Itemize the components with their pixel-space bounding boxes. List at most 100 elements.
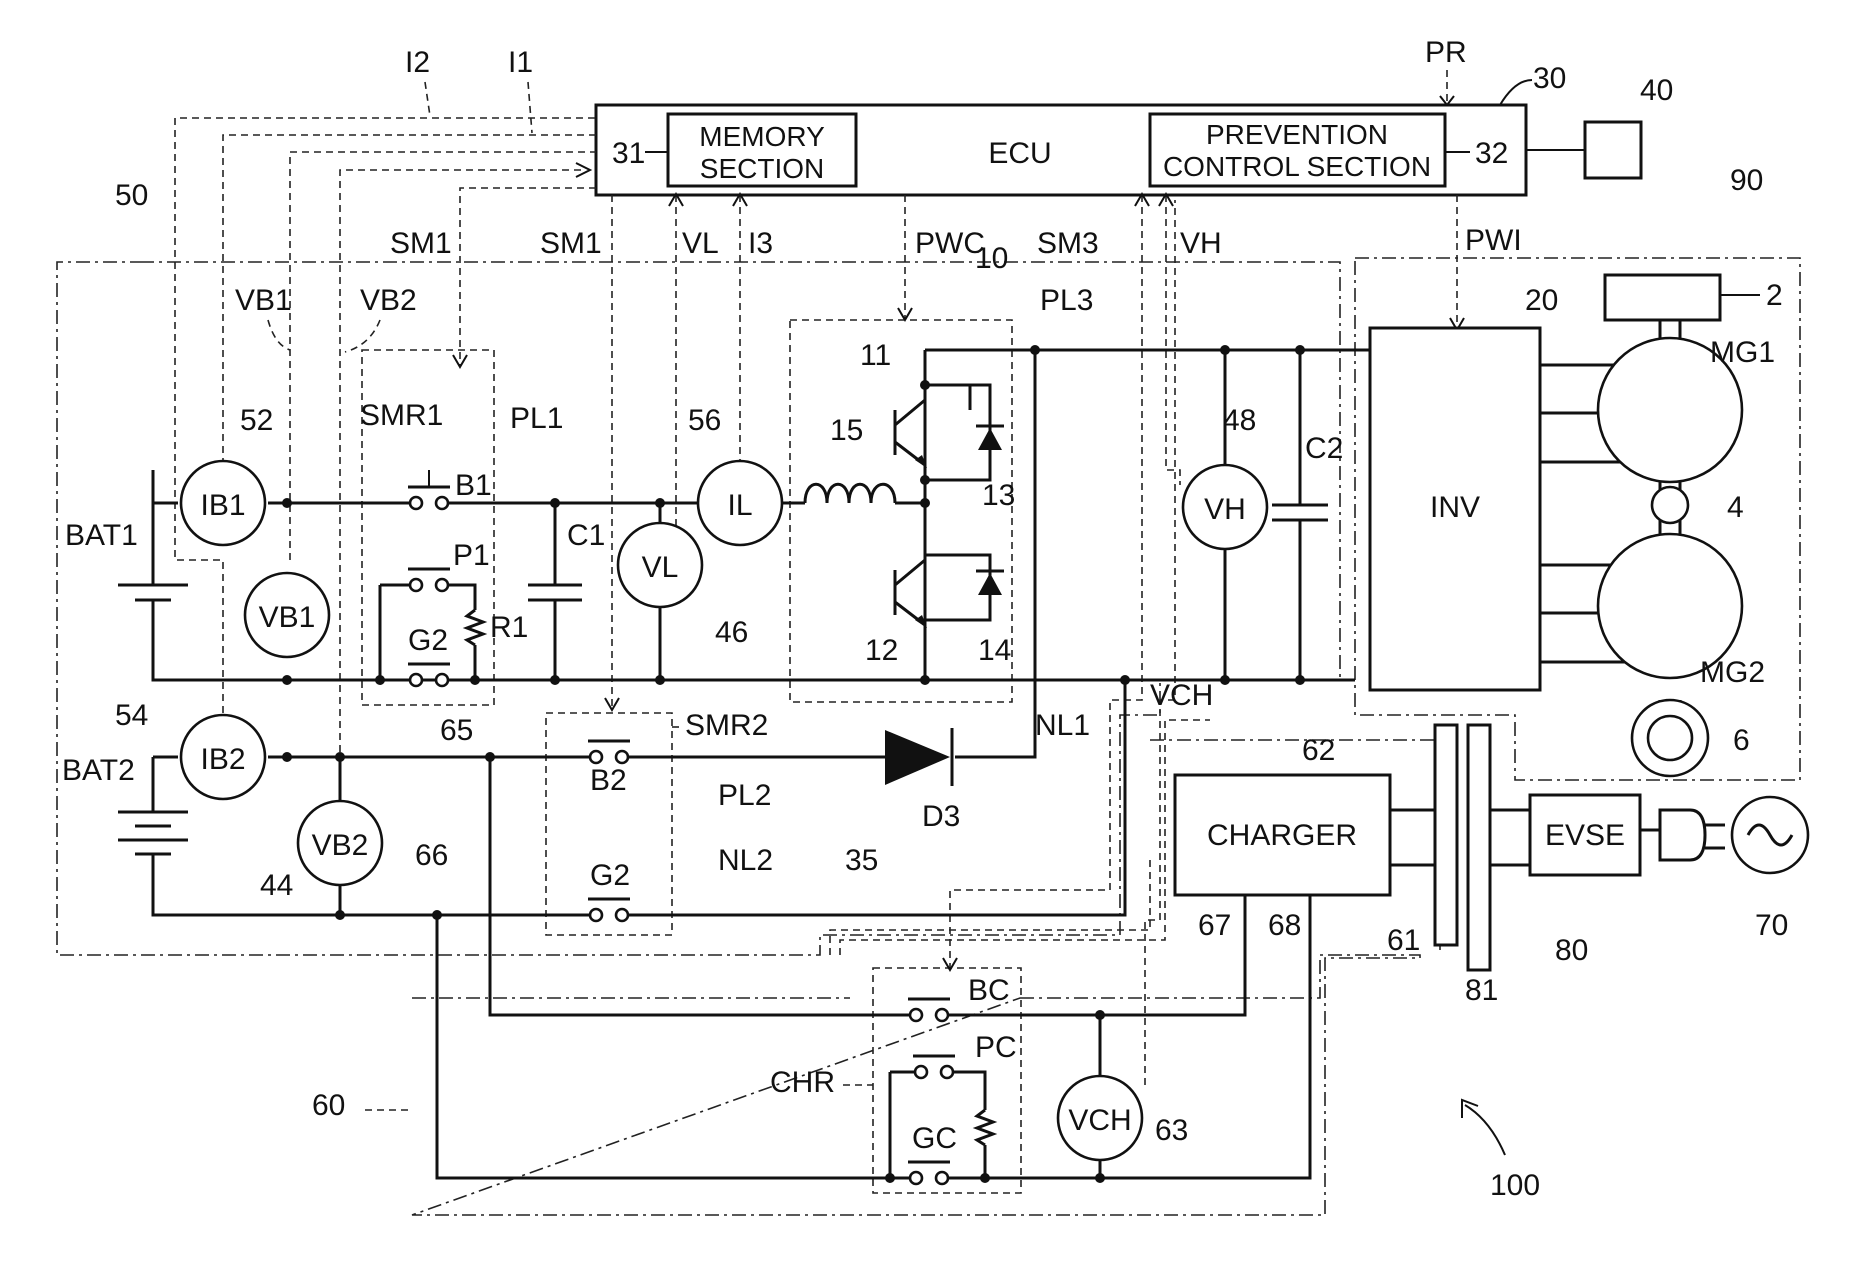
label-vl: VL [642, 551, 679, 584]
transistor-11 [895, 400, 927, 468]
signal-vh: VH [1180, 227, 1222, 260]
ref-61: 61 [1387, 924, 1420, 957]
label-c1: C1 [567, 519, 605, 552]
ref-4: 4 [1727, 491, 1744, 524]
ref-65: 65 [440, 714, 473, 747]
device-40 [1585, 122, 1641, 178]
label-ib2: IB2 [200, 743, 245, 776]
junctions [282, 345, 1305, 1183]
switch-p1 [408, 569, 450, 591]
label-ib1: IB1 [200, 489, 245, 522]
label-chr: CHR [770, 1066, 835, 1099]
ref-68: 68 [1268, 909, 1301, 942]
plug-icon [1660, 810, 1705, 860]
signal-pwi: PWI [1465, 224, 1522, 257]
ref-6: 6 [1733, 724, 1750, 757]
switch-gc [908, 1162, 950, 1184]
prevention-line1: PREVENTION [1206, 119, 1388, 150]
engine-2 [1605, 275, 1720, 320]
label-b2: B2 [590, 764, 627, 797]
inductor-15 [805, 484, 895, 503]
ecu-block: ECU MEMORY SECTION PREVENTION CONTROL SE… [596, 36, 1673, 195]
label-g2-smr1: G2 [408, 624, 448, 657]
label-c2: C2 [1305, 432, 1343, 465]
switch-pc [913, 1056, 955, 1078]
label-b1: B1 [455, 469, 492, 502]
label-pl1: PL1 [510, 402, 563, 435]
ref-2: 2 [1766, 279, 1783, 312]
label-mg2: MG2 [1700, 656, 1765, 689]
prevention-line2: CONTROL SECTION [1163, 151, 1431, 182]
ref-48: 48 [1223, 404, 1256, 437]
ref-81: 81 [1465, 974, 1498, 1007]
ref-50: 50 [115, 179, 148, 212]
ref-31: 31 [612, 137, 645, 170]
label-d3: D3 [922, 800, 960, 833]
ref-66: 66 [415, 839, 448, 872]
resistor-pc [977, 1110, 993, 1145]
signal-vl: VL [682, 227, 719, 260]
ref-44: 44 [260, 869, 293, 902]
label-vch: VCH [1068, 1104, 1131, 1137]
smr2-box [546, 713, 672, 935]
signal-sm1-b: SM1 [540, 227, 602, 260]
label-pl2: PL2 [718, 779, 771, 812]
ref-60: 60 [312, 1089, 345, 1122]
ref-20: 20 [1525, 284, 1558, 317]
switch-bc [908, 999, 950, 1021]
diode-d3 [885, 728, 952, 786]
signal-vb2: VB2 [360, 284, 417, 317]
memory-line1: MEMORY [699, 121, 825, 152]
signal-sm3: SM3 [1037, 227, 1099, 260]
ref-12: 12 [865, 634, 898, 667]
diode-13 [976, 426, 1004, 450]
ref-70: 70 [1755, 909, 1788, 942]
label-vch-signal: VCH [1150, 679, 1213, 712]
ref-56: 56 [688, 404, 721, 437]
ref-80: 80 [1555, 934, 1588, 967]
label-mg1: MG1 [1710, 336, 1775, 369]
ref-90: 90 [1730, 164, 1763, 197]
ref-15: 15 [830, 414, 863, 447]
signal-i2: I2 [405, 46, 430, 79]
signal-sm1-a: SM1 [390, 227, 452, 260]
ref-100: 100 [1490, 1169, 1540, 1202]
label-bat2: BAT2 [62, 754, 135, 787]
label-evse: EVSE [1545, 819, 1625, 852]
gear-4 [1652, 487, 1688, 523]
label-charger: CHARGER [1207, 819, 1357, 852]
inlet-61 [1435, 725, 1457, 945]
resistor-r1 [467, 610, 483, 645]
switch-b2 [588, 741, 630, 763]
signal-pr: PR [1425, 36, 1467, 69]
ref-54: 54 [115, 699, 148, 732]
label-bc: BC [968, 974, 1010, 1007]
ref-13: 13 [982, 479, 1015, 512]
ref-30: 30 [1533, 62, 1566, 95]
ref-62: 62 [1302, 734, 1335, 767]
switch-g2-smr1 [408, 664, 450, 686]
label-pc: PC [975, 1031, 1017, 1064]
ref-11: 11 [860, 339, 891, 372]
switch-g2-smr2 [588, 899, 630, 921]
label-gc: GC [912, 1122, 957, 1155]
diode-14 [976, 571, 1004, 595]
label-vh: VH [1204, 493, 1246, 526]
label-p1: P1 [453, 539, 490, 572]
ref-14: 14 [978, 634, 1011, 667]
ref-10: 10 [975, 242, 1008, 275]
signal-vb1: VB1 [235, 284, 292, 317]
label-r1: R1 [490, 611, 528, 644]
ref-35: 35 [845, 844, 878, 877]
ecu-label: ECU [988, 137, 1051, 170]
ref-52: 52 [240, 404, 273, 437]
label-nl1: NL1 [1035, 709, 1090, 742]
label-pl3: PL3 [1040, 284, 1093, 317]
memory-line2: SECTION [700, 153, 824, 184]
label-inv: INV [1430, 491, 1480, 524]
label-smr2: SMR2 [685, 709, 768, 742]
ref-40: 40 [1640, 74, 1673, 107]
ref-46: 46 [715, 616, 748, 649]
